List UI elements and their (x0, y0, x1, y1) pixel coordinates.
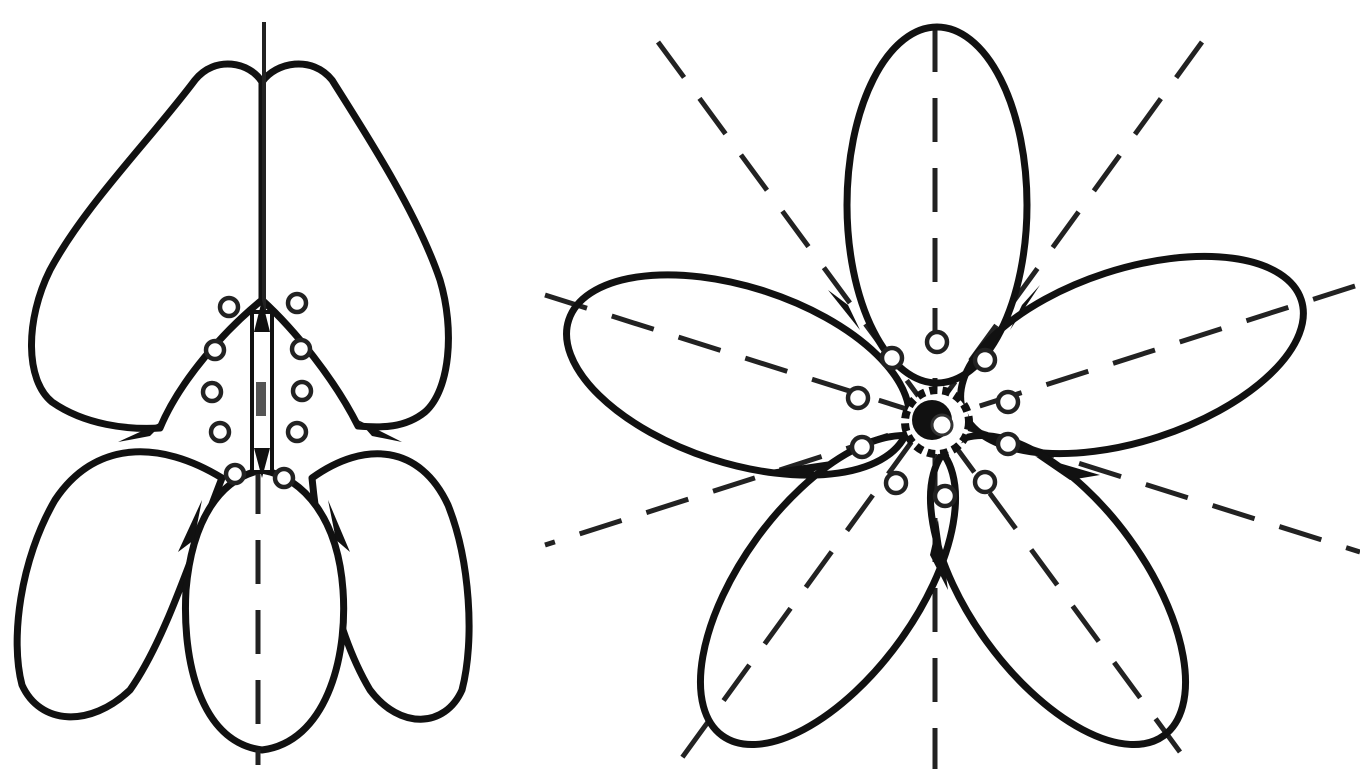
column-marker (256, 382, 266, 416)
ovule (848, 388, 868, 408)
ovule (211, 423, 229, 441)
ovule (975, 350, 995, 370)
ovule (275, 469, 293, 487)
ovule (292, 340, 310, 358)
ovule (220, 298, 238, 316)
ovule (852, 437, 872, 457)
ovule (203, 383, 221, 401)
ovule (998, 392, 1018, 412)
ovule (206, 341, 224, 359)
ovule (935, 486, 955, 506)
ovule (293, 382, 311, 400)
ovule (886, 473, 906, 493)
ovule (975, 472, 995, 492)
ovule (288, 423, 306, 441)
ovule (927, 332, 947, 352)
ovule (998, 434, 1018, 454)
ovule (288, 294, 306, 312)
ovule (882, 348, 902, 368)
bottom-center-petal (185, 470, 343, 750)
ovule (226, 465, 244, 483)
flower-center-pistil (932, 415, 952, 435)
